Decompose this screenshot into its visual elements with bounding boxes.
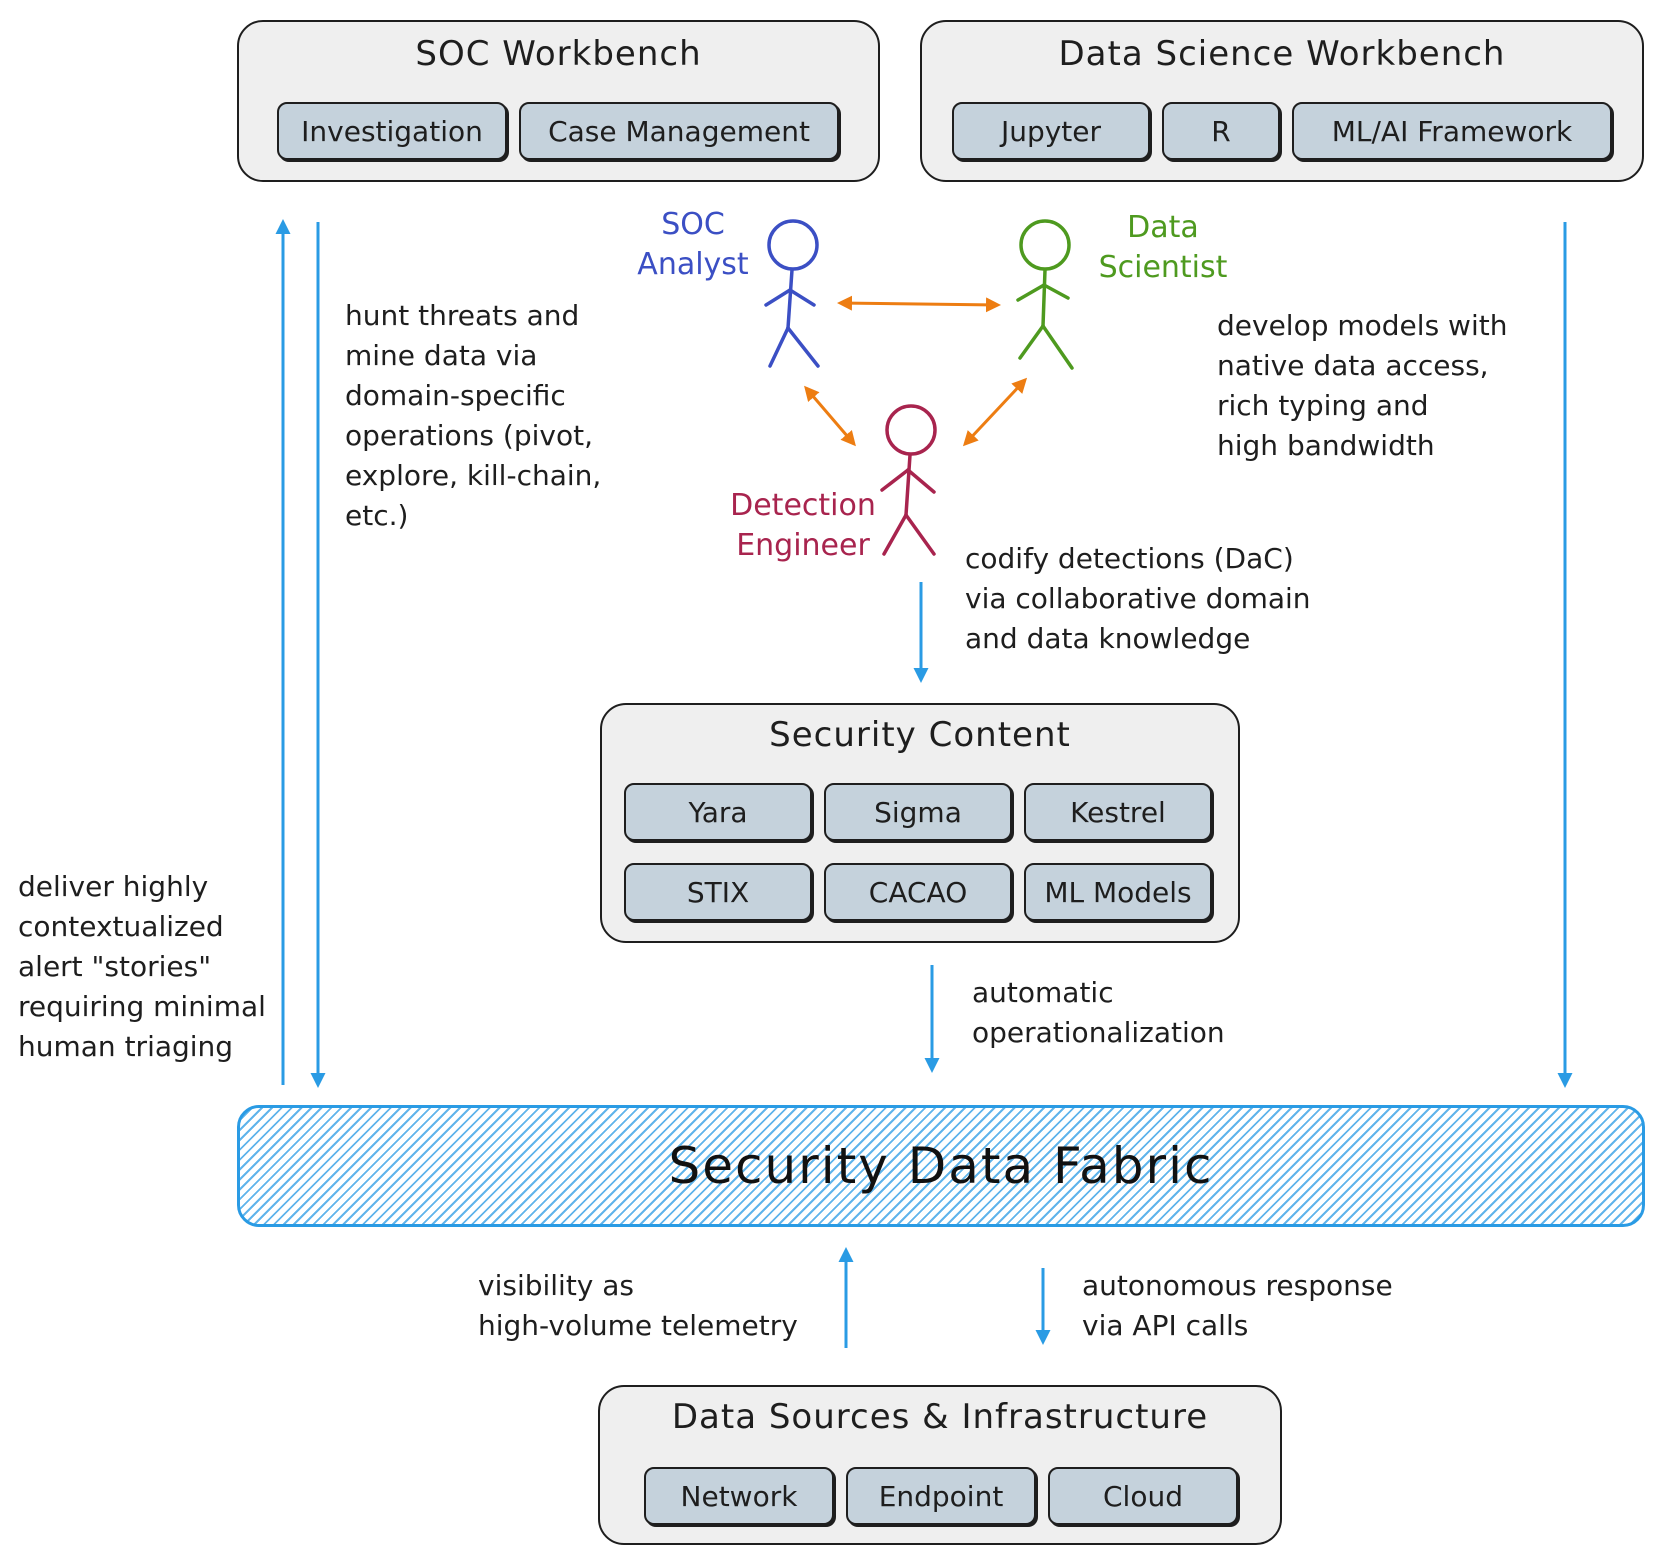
chip-yara: Yara (624, 783, 812, 841)
soc-workbench-title: SOC Workbench (415, 34, 702, 74)
security-data-fabric-title: Security Data Fabric (668, 1137, 1214, 1195)
chip-endpoint: Endpoint (846, 1467, 1036, 1525)
chip-cloud: Cloud (1048, 1467, 1238, 1525)
chip-r: R (1162, 102, 1280, 160)
note-visibility: visibility as high-volume telemetry (478, 1269, 798, 1342)
label-soc-analyst: SOC Analyst (637, 207, 749, 282)
arrow-analyst-scientist (837, 295, 1001, 313)
chip-stix: STIX (624, 863, 812, 921)
chip-jupyter: Jupyter (952, 102, 1150, 160)
soc-workbench-box: SOC Workbench Investigation Case Managem… (237, 20, 880, 182)
data-sources-box: Data Sources & Infrastructure Network En… (598, 1385, 1282, 1545)
chip-network: Network (644, 1467, 834, 1525)
label-data-scientist: Data Scientist (1098, 210, 1228, 285)
note-hunt: hunt threats and mine data via domain-sp… (345, 299, 602, 532)
arrow-scientist-engineer (962, 377, 1028, 447)
note-automatic: automatic operationalization (972, 976, 1225, 1049)
note-deliver: deliver highly contextualized alert "sto… (18, 870, 266, 1063)
chip-sigma: Sigma (824, 783, 1012, 841)
note-codify: codify detections (DaC) via collaborativ… (965, 542, 1311, 655)
chip-kestrel: Kestrel (1024, 783, 1212, 841)
note-autonomous: autonomous response via API calls (1082, 1269, 1393, 1342)
security-data-fabric: Security Data Fabric (237, 1105, 1645, 1227)
arrow-analyst-engineer (804, 385, 856, 447)
security-content-box: Security Content Yara Sigma Kestrel STIX… (600, 703, 1240, 943)
note-develop: develop models with native data access, … (1217, 309, 1508, 462)
label-detection-engineer: Detection Engineer (730, 488, 876, 563)
chip-ml-ai-framework: ML/AI Framework (1292, 102, 1612, 160)
chip-investigation: Investigation (277, 102, 507, 160)
chip-case-management: Case Management (519, 102, 839, 160)
chip-cacao: CACAO (824, 863, 1012, 921)
data-sources-title: Data Sources & Infrastructure (671, 1397, 1209, 1437)
data-scientist-figure (1016, 219, 1074, 370)
soc-analyst-figure (764, 219, 820, 368)
detection-engineer-figure (880, 404, 937, 556)
chip-ml-models: ML Models (1024, 863, 1212, 921)
security-content-title: Security Content (769, 715, 1071, 755)
data-science-workbench-title: Data Science Workbench (1058, 34, 1506, 74)
data-science-workbench-box: Data Science Workbench Jupyter R ML/AI F… (920, 20, 1644, 182)
